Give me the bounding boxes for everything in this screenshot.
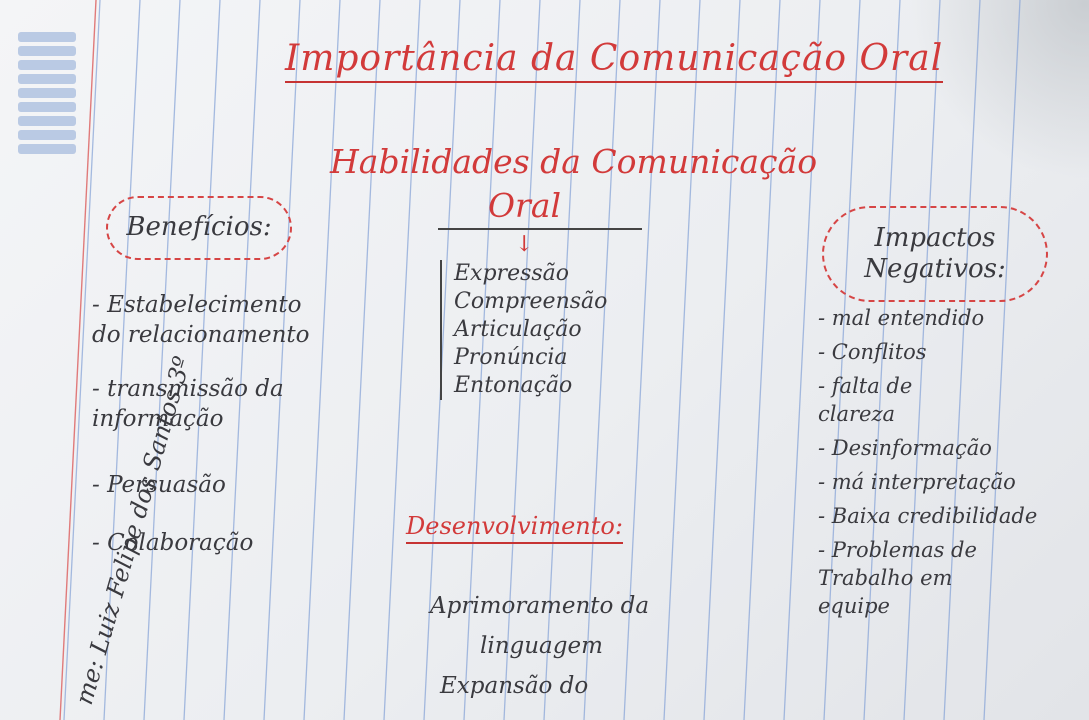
development-line-3: Expansão do [440, 673, 589, 699]
list-item: - Desinformação [818, 436, 992, 460]
impacts-bubble: Impactos Negativos: [822, 206, 1048, 302]
list-item: - Colaboração [92, 530, 254, 556]
list-item: - Persuasão [92, 472, 226, 498]
impacts-list: - mal entendido - Conflitos - falta de c… [818, 304, 1037, 626]
ruled-line [143, 0, 181, 720]
ruled-line [383, 0, 421, 720]
ruled-line [903, 0, 941, 720]
list-item: - má interpretação [818, 470, 1016, 494]
list-item: - Estabelecimento do relacionamento [92, 292, 310, 348]
ruled-line [63, 0, 101, 720]
list-item: - Baixa credibilidade [818, 504, 1038, 528]
development-heading: Desenvolvimento: [406, 512, 623, 544]
ruled-line [303, 0, 341, 720]
subtitle-line-2: Oral [488, 186, 562, 225]
list-item: - transmissão da informação [92, 376, 284, 432]
margin-line [59, 0, 97, 720]
list-item: - mal entendido [818, 306, 985, 330]
list-item: Expressão [454, 261, 570, 286]
ruled-line [103, 0, 141, 720]
benefits-heading: Benefícios: [126, 212, 272, 243]
ruled-line [823, 0, 861, 720]
list-item: - Conflitos [818, 340, 927, 364]
list-item: Articulação [454, 317, 582, 342]
down-arrow-icon: ↓ [515, 232, 534, 257]
benefits-list: - Estabelecimento do relacionamento - tr… [92, 290, 310, 588]
benefits-bubble: Benefícios: [106, 196, 292, 260]
list-item: - Problemas de Trabalho em equipe [818, 538, 977, 618]
skills-list: Expressão Compreensão Articulação Pronún… [440, 260, 607, 400]
impacts-heading-line-2: Negativos: [864, 254, 1006, 284]
list-item: Compreensão [454, 289, 608, 314]
page-title: Importância da Comunicação Oral [285, 38, 944, 83]
list-item: - falta de clareza [818, 374, 913, 426]
list-item: Pronúncia [454, 345, 568, 370]
ruled-line [583, 0, 621, 720]
ruled-line [263, 0, 301, 720]
list-item: Entonação [454, 373, 573, 398]
ruled-line [543, 0, 581, 720]
binder-holes [18, 32, 76, 172]
ruled-line [983, 0, 1021, 720]
subtitle-rule [438, 228, 642, 230]
development-text: Aprimoramento da linguagem Expansão do [430, 586, 649, 706]
ruled-line [703, 0, 741, 720]
ruled-line [783, 0, 821, 720]
impacts-heading-line-1: Impactos [874, 222, 996, 253]
ruled-line [463, 0, 501, 720]
development-line-1: Aprimoramento da [430, 593, 650, 619]
subtitle-line-1: Habilidades da Comunicação [330, 142, 818, 181]
ruled-line [663, 0, 701, 720]
ruled-line [863, 0, 901, 720]
development-line-2: linguagem [480, 633, 603, 659]
ruled-line [343, 0, 381, 720]
ruled-line [623, 0, 661, 720]
ruled-line [223, 0, 261, 720]
ruled-line [183, 0, 221, 720]
ruled-line [503, 0, 541, 720]
ruled-line [943, 0, 981, 720]
ruled-line [743, 0, 781, 720]
